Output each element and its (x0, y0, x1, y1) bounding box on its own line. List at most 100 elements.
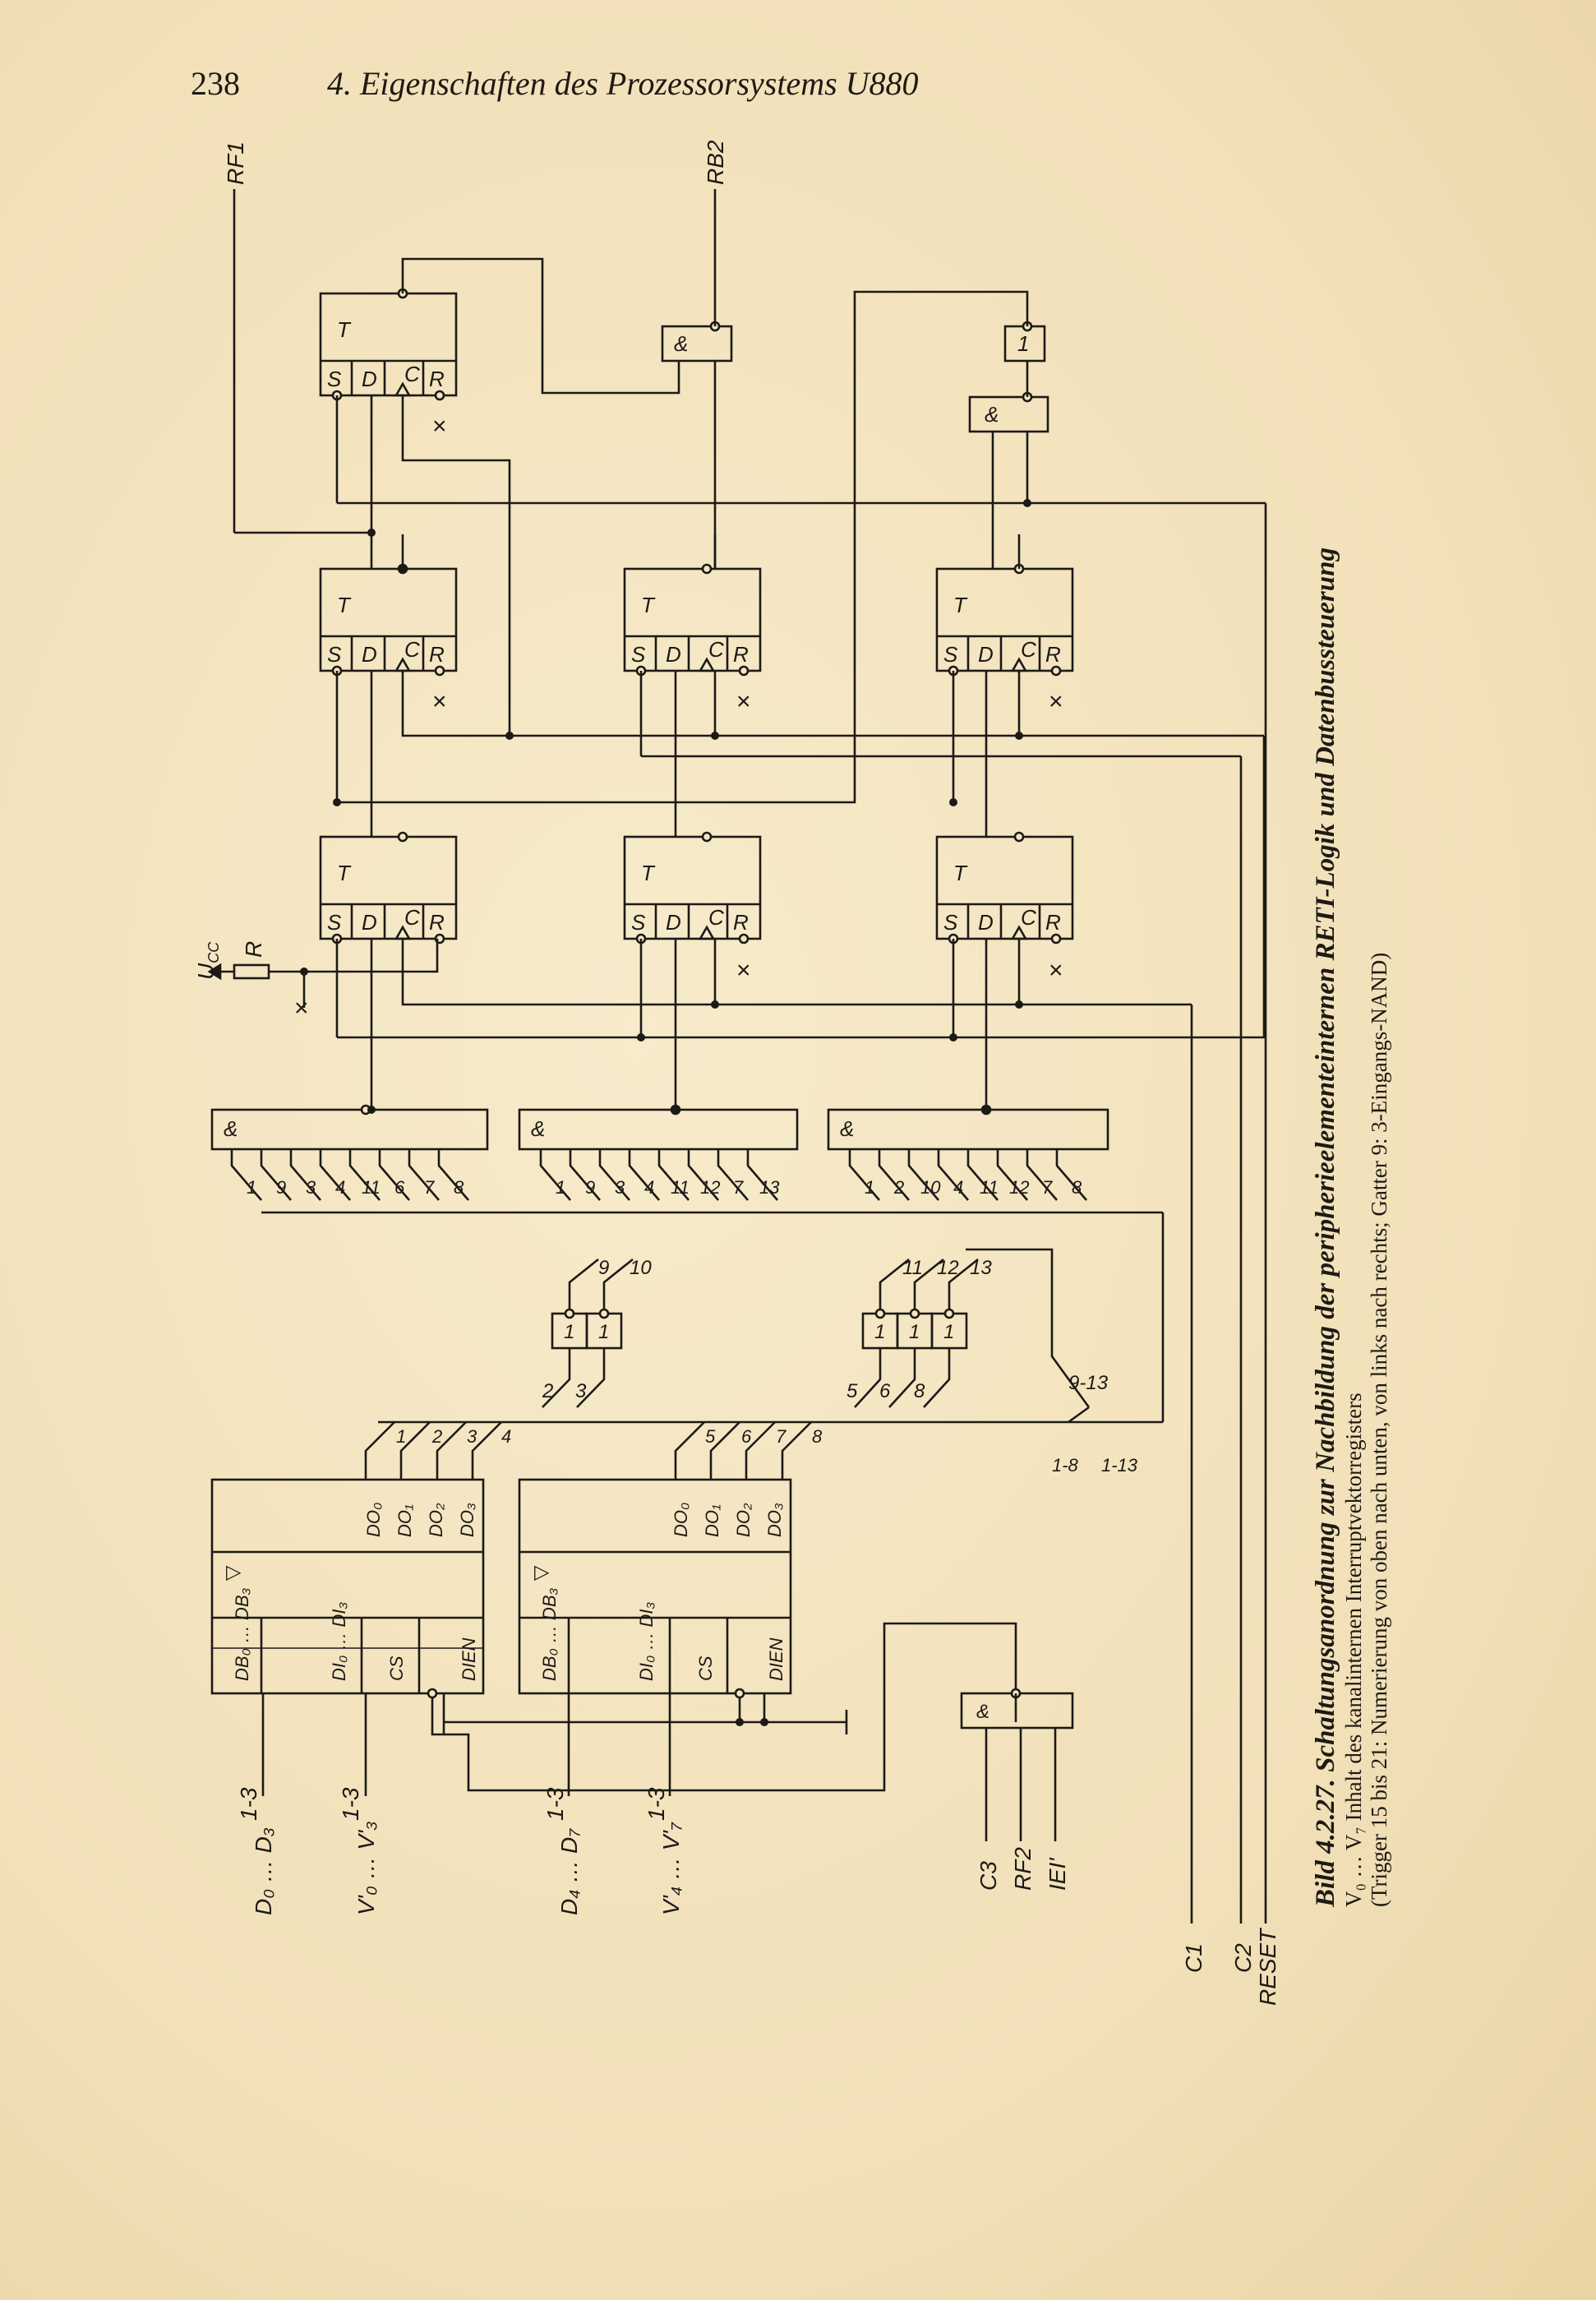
and-label: & (985, 402, 999, 427)
line-number: 9 (598, 1257, 609, 1279)
t-label: T (337, 593, 352, 617)
line-number: 10 (920, 1177, 941, 1198)
do0-label: DO₀ (363, 1503, 384, 1537)
bus-label: 1-3 (236, 1787, 261, 1821)
s-label: S (631, 910, 646, 935)
s-label: S (943, 910, 958, 935)
d-label: D (666, 642, 681, 667)
do3-label: DO₃ (764, 1503, 785, 1537)
register-labels: ▷ ▷ & (226, 1561, 989, 1723)
no-connect-icon: × (294, 995, 309, 1022)
line-number: 2 (431, 1426, 442, 1447)
and-input-numbers: 1 9 3 4 11 6 7 8 1 9 3 4 11 12 7 13 1 2 … (247, 1177, 1082, 1198)
rf1-label: RF1 (223, 141, 248, 185)
line-number: 1 (396, 1426, 406, 1447)
rf2-label: RF2 (1010, 1847, 1036, 1891)
line-number: 11 (362, 1177, 381, 1198)
s-label: S (327, 642, 342, 667)
no-connect-icon: × (736, 957, 751, 984)
d-label: D (978, 642, 994, 667)
no-connect-icon: × (1049, 957, 1063, 984)
line-number: 6 (741, 1426, 752, 1447)
line-number: 11 (671, 1177, 690, 1198)
junction-dots (300, 499, 1031, 1726)
d0-d3-label: D₀ … D₃ (251, 1827, 276, 1915)
t-label: T (953, 861, 968, 885)
caption-line-1: V₀ … V₇ Inhalt des kanalinternen Interru… (1341, 1392, 1366, 1907)
bus-label: 1-13 (1101, 1455, 1138, 1476)
reset-label: RESET (1255, 1928, 1280, 2006)
bus-label: 1-8 (1052, 1455, 1079, 1476)
line-number: 10 (630, 1257, 652, 1279)
line-number: 2 (542, 1380, 553, 1402)
di-label: DI₀ … DI₃ (636, 1602, 657, 1681)
inv-label: 1 (1017, 331, 1029, 356)
ucc-label: UCC (193, 941, 222, 980)
di-label: DI₀ … DI₃ (329, 1602, 349, 1681)
c-label: C (404, 905, 420, 930)
and-label: & (531, 1116, 545, 1141)
s-label: S (943, 642, 958, 667)
r-label: R (429, 642, 445, 667)
trigger-20 (623, 831, 762, 944)
line-number: 13 (970, 1257, 992, 1279)
line-number: 12 (1009, 1177, 1029, 1198)
s-label: S (327, 367, 342, 391)
r-label: R (733, 910, 749, 935)
line-number: 7 (1042, 1177, 1053, 1198)
and-label: & (224, 1116, 238, 1141)
line-number: 4 (953, 1177, 963, 1198)
line-number: 7 (776, 1426, 786, 1447)
d-label: D (978, 910, 994, 935)
rb2-label: RB2 (703, 140, 728, 185)
d4-d7-label: D₄ … D₇ (556, 1828, 582, 1915)
line-number: 12 (700, 1177, 720, 1198)
and-gate-top (968, 391, 1049, 433)
line-number: 8 (1072, 1177, 1082, 1198)
inverter-group-1 (542, 1258, 634, 1408)
r-label: R (429, 910, 445, 935)
line-number: 2 (893, 1177, 904, 1198)
inv-label: 1 (909, 1321, 920, 1343)
line-number: 11 (980, 1177, 999, 1198)
line-number: 3 (306, 1177, 316, 1198)
r-label: R (429, 367, 445, 391)
line-number: 1 (556, 1177, 565, 1198)
r-label: R (1045, 910, 1061, 935)
v4-v7-label: V'₄ … V'₇ (658, 1822, 684, 1915)
and-label: & (674, 331, 688, 356)
inv-label: 1 (943, 1321, 954, 1343)
do1-label: DO₁ (394, 1504, 415, 1537)
cs-label: CS (695, 1656, 716, 1681)
line-number: 1 (247, 1177, 256, 1198)
line-number: 6 (879, 1380, 891, 1402)
line-number: 8 (454, 1177, 464, 1198)
t-label: T (641, 861, 656, 885)
line-number: 12 (937, 1257, 959, 1279)
and-gate-3 (827, 1104, 1109, 1151)
trigger-17 (623, 563, 762, 677)
and-label: & (976, 1701, 989, 1723)
and-gate-1 (210, 1104, 489, 1151)
bus-label: 9-13 (1068, 1372, 1109, 1394)
d-label: D (362, 367, 377, 391)
do1-label: DO₁ (702, 1504, 722, 1537)
nand-gate-rb2 (661, 321, 733, 363)
buffer-icon: ▷ (226, 1561, 242, 1583)
no-connect-marks: × × × × × × × (294, 413, 1063, 1022)
line-number: 4 (644, 1177, 654, 1198)
line-number: 11 (902, 1257, 923, 1279)
line-number: 7 (424, 1177, 435, 1198)
c-label: C (404, 362, 420, 386)
register-output-numbers: 1 2 3 4 5 6 7 8 1-8 1-13 (396, 1426, 1138, 1476)
register-2 (518, 1478, 792, 1699)
no-connect-icon: × (432, 413, 447, 440)
r-label: R (733, 642, 749, 667)
running-title: 4. Eigenschaften des Prozessorsystems U8… (327, 65, 919, 102)
trigger-19 (319, 831, 458, 944)
resistor-label: R (241, 941, 266, 958)
bus-label: 1-3 (542, 1787, 568, 1821)
v0-v3-label: V'₀ … V'₃ (353, 1821, 379, 1915)
cs-label: CS (386, 1656, 407, 1681)
dien-label: DIEN (459, 1637, 479, 1681)
